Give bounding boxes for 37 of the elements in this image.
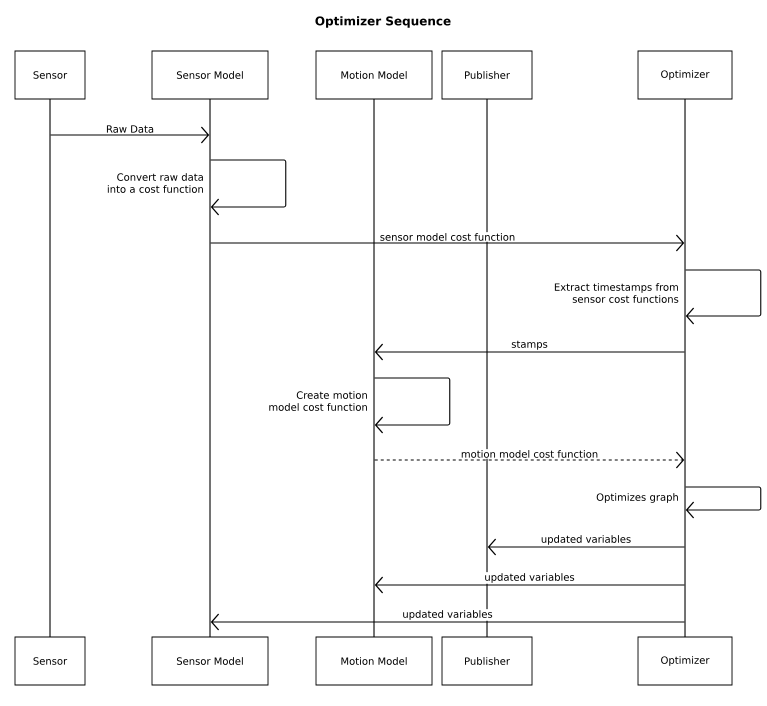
message-label: Extract timestamps from sensor cost functions bbox=[554, 283, 678, 303]
message-arrow bbox=[488, 538, 684, 556]
self-message-arrow bbox=[686, 486, 762, 518]
self-message-arrow bbox=[686, 269, 762, 324]
message-label: sensor model cost function bbox=[380, 233, 514, 241]
lifeline bbox=[49, 99, 51, 637]
self-message-arrow bbox=[210, 159, 286, 216]
message-label: Create motion model cost function bbox=[269, 391, 367, 411]
participant-box: Sensor Model bbox=[152, 50, 268, 100]
title: Optimizer Sequence bbox=[315, 16, 451, 28]
message-label: updated variables bbox=[542, 535, 631, 545]
lifeline bbox=[209, 99, 211, 637]
participant-box: Publisher bbox=[442, 636, 532, 686]
message-arrow bbox=[210, 234, 684, 252]
message-arrow bbox=[50, 126, 210, 144]
message-arrow bbox=[374, 344, 684, 360]
participant-box: Sensor bbox=[14, 50, 86, 100]
message-label: Raw Data bbox=[106, 125, 154, 133]
lifeline bbox=[373, 99, 375, 637]
message-label: updated variables bbox=[403, 610, 492, 620]
participant-box: Publisher bbox=[442, 50, 532, 100]
message-label: updated variables bbox=[485, 573, 574, 583]
participant-box: Motion Model bbox=[316, 636, 432, 686]
participant-box: Sensor Model bbox=[152, 636, 268, 686]
participant-box: Optimizer bbox=[638, 50, 732, 100]
message-label: motion model cost function bbox=[462, 450, 598, 458]
message-label: stamps bbox=[512, 340, 548, 350]
message-arrow bbox=[210, 614, 684, 630]
participant-box: Optimizer bbox=[638, 636, 732, 686]
participant-box: Sensor bbox=[14, 636, 86, 686]
lifeline bbox=[684, 99, 686, 637]
participant-box: Motion Model bbox=[316, 50, 432, 100]
self-message-arrow bbox=[374, 377, 450, 434]
message-label: Optimizes graph bbox=[596, 493, 678, 503]
message-label: Convert raw data into a cost function bbox=[108, 173, 203, 193]
message-arrow bbox=[374, 452, 684, 468]
message-arrow bbox=[374, 576, 684, 594]
